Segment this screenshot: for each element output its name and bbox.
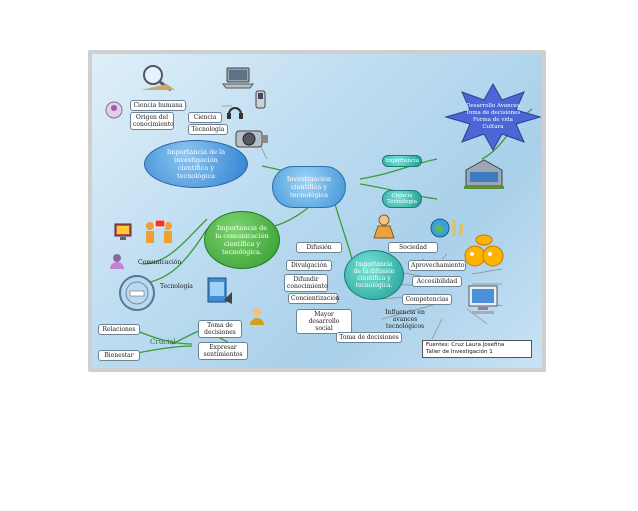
node-sociedad[interactable]: Sociedad [388,242,438,253]
node-desarrollo[interactable]: Desarrollo Avances Toma de decisiones Fo… [465,103,521,130]
node-relaciones[interactable]: Relaciones [98,324,140,335]
desarrollo-star [444,82,542,156]
emoji-icon [464,234,504,278]
people-icon [140,219,180,250]
node-ciencia-tecnologia[interactable]: Ciencia Tecnología [382,190,422,208]
node-ciencia-humana[interactable]: Ciencia humana [130,100,186,111]
label-comunicacion: Comunicación [138,259,182,266]
node-toma-decisiones-bottom[interactable]: Toma de decisiones [336,332,402,343]
laptop-icon [222,66,254,94]
label-tecnologia: Tecnología [160,283,193,290]
globe-icon [116,274,158,316]
user-icon [248,306,266,330]
node-investigacion-central[interactable]: Investigación científica y tecnológica [272,166,346,208]
node-tecnologia-top[interactable]: Tecnología [188,124,228,135]
computer-icon [466,284,500,322]
credit-fuentes: Fuentes: Cruz Laura Josefina [426,342,505,348]
camera-icon [234,126,270,154]
phone-icon [254,90,268,114]
node-accesibilidad[interactable]: Accesibilidad [412,276,462,287]
headset-icon [226,104,244,126]
node-aprovechamiento[interactable]: Aprovechamiento [408,260,466,271]
node-importancia[interactable]: Importancia [382,155,422,167]
node-difusion[interactable]: Difusión [296,242,342,253]
slide-frame: Ciencia humana Origen del conocimiento C… [88,50,546,372]
node-toma-decisiones-left[interactable]: Toma de decisiones [198,320,242,338]
credit-taller: Taller de Investigación 1 [426,349,493,355]
building-icon [462,156,504,194]
credits-box: Fuentes: Cruz Laura Josefina Taller de I… [422,340,532,358]
browser-icon [206,276,234,310]
globe-icon [430,214,470,244]
computer-icon [112,222,134,246]
node-ciencia[interactable]: Ciencia [188,112,222,123]
node-importancia-investigacion[interactable]: Importancia de la investigación científi… [144,140,248,188]
node-influencia[interactable]: Influencia en avances tecnológicos [385,309,425,330]
node-concientizacion[interactable]: Concientización [288,293,340,304]
user-icon [104,100,124,124]
magnifier-icon [137,62,177,96]
node-bienestar[interactable]: Bienestar [98,350,140,361]
node-comunicacion[interactable]: Importancia de la comunicación científic… [204,211,280,269]
label-crucial: Crucial [150,338,176,346]
node-difundir-conocimiento[interactable]: Difundir conocimiento [284,274,328,292]
user-icon [108,252,126,274]
node-mayor-desarrollo[interactable]: Mayor desarrollo social [296,309,352,334]
briefcase-person-icon [370,214,398,244]
mind-map-canvas: Ciencia humana Origen del conocimiento C… [92,54,542,368]
node-origen-conocimiento[interactable]: Origen del conocimiento [130,112,174,130]
node-divulgacion[interactable]: Divulgación [286,260,332,271]
node-difusion-central[interactable]: Importancia de la difusión científica y … [344,250,404,300]
node-expresar-sentimientos[interactable]: Expresar sentimientos [198,342,248,360]
node-competencias[interactable]: Competencias [402,294,452,305]
